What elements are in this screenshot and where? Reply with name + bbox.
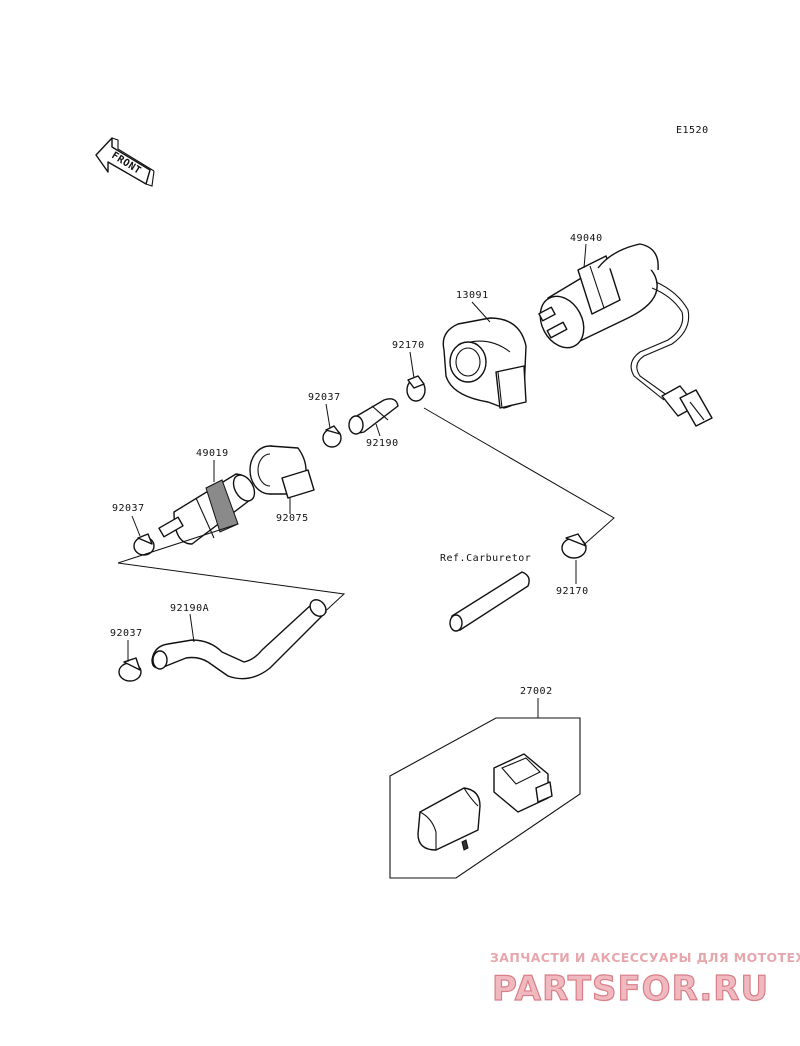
- relay-kit-27002: [389, 717, 581, 879]
- callout-49040: 49040: [570, 233, 603, 244]
- callout-92190: 92190: [366, 438, 399, 449]
- hose-92190: [348, 398, 399, 435]
- watermark-logo: PARTSFOR.RU: [492, 969, 769, 1009]
- clamp-92170-top: [406, 375, 426, 402]
- watermark-caption: ЗАПЧАСТИ И АКСЕССУАРЫ ДЛЯ МОТОТЕХНИКИ: [490, 950, 800, 965]
- clamp-92170-right: [561, 533, 587, 559]
- callout-49019: 49019: [196, 448, 229, 459]
- routing-line-hose: [117, 562, 346, 619]
- callout-92037-left: 92037: [112, 503, 145, 514]
- callout-92037-bottom: 92037: [110, 628, 143, 639]
- callout-92170-right: 92170: [556, 586, 589, 597]
- routing-line-left: [117, 523, 239, 564]
- carburetor-pipe: [449, 571, 530, 632]
- callout-92037-mid: 92037: [308, 392, 341, 403]
- callout-27002: 27002: [520, 686, 553, 697]
- clamp-92037-mid: [322, 425, 342, 448]
- callout-13091: 13091: [456, 290, 489, 301]
- routing-line-right: [423, 407, 615, 551]
- fuel-pump-49040: [538, 243, 713, 427]
- callout-92170-top: 92170: [392, 340, 425, 351]
- hose-92190A: [151, 599, 327, 680]
- diagram-code: E1520: [676, 125, 709, 136]
- clamp-92037-bottom: [118, 657, 142, 682]
- clamp-92037-left: [133, 533, 155, 556]
- fuel-filter-49019: [158, 473, 256, 545]
- callout-92190A: 92190A: [170, 603, 209, 614]
- front-arrow-icon: FRONT: [95, 137, 155, 187]
- ref-carburetor-label: Ref.Carburetor: [440, 553, 531, 564]
- damper-13091: [442, 317, 527, 409]
- callout-92075: 92075: [276, 513, 309, 524]
- band-92075: [249, 445, 315, 499]
